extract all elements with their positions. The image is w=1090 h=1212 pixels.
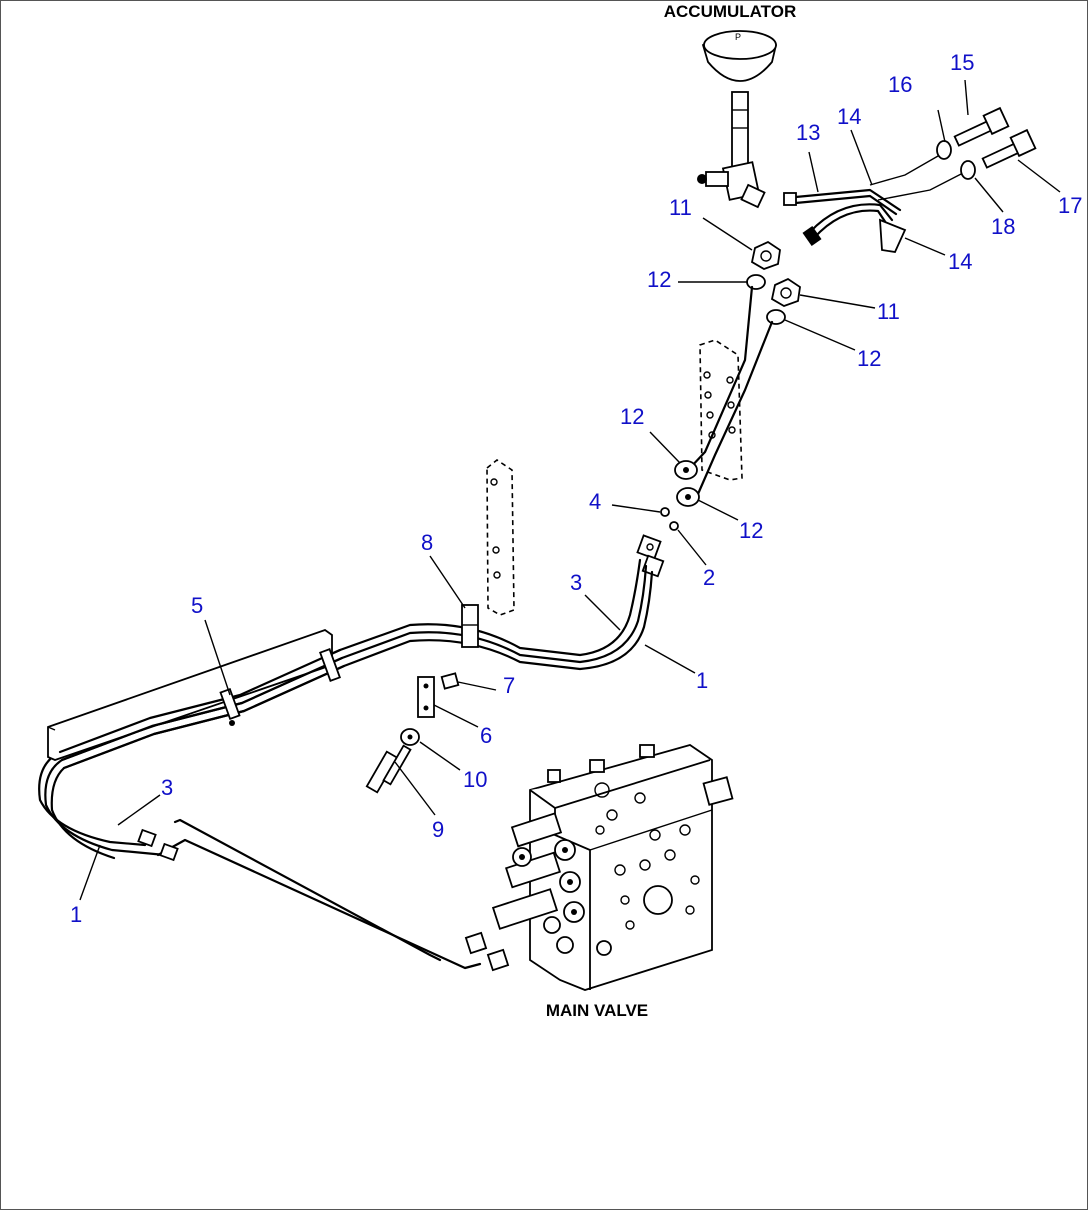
washer-18 <box>960 160 976 180</box>
callout-4: 4 <box>589 489 601 514</box>
washer-12-a <box>746 274 766 290</box>
bolt-9 <box>365 744 412 794</box>
accumulator: P <box>697 30 778 209</box>
clamp-5 <box>219 687 241 721</box>
bolt-17 <box>981 128 1037 169</box>
callout-13: 13 <box>796 120 820 145</box>
callout-9: 9 <box>432 817 444 842</box>
main-valve <box>464 744 734 991</box>
clamp-8 <box>461 604 479 648</box>
callout-7: 7 <box>503 673 515 698</box>
upper-tube-assembly <box>783 151 966 253</box>
accumulator-label: ACCUMULATOR <box>664 2 797 21</box>
callout-12b: 12 <box>857 346 881 371</box>
callout-1a: 1 <box>696 668 708 693</box>
callout-16: 16 <box>888 72 912 97</box>
hose-bundle <box>38 558 654 970</box>
nut-11-upper <box>750 240 781 270</box>
callout-3b: 3 <box>161 775 173 800</box>
callout-15: 15 <box>950 50 974 75</box>
callout-3a: 3 <box>570 570 582 595</box>
callout-10: 10 <box>463 767 487 792</box>
callout-8: 8 <box>421 530 433 555</box>
callout-14b: 14 <box>948 249 972 274</box>
callout-5: 5 <box>191 593 203 618</box>
spacer-6 <box>417 676 435 718</box>
callout-11b: 11 <box>877 299 900 324</box>
callout-17: 17 <box>1058 193 1082 218</box>
washer-16 <box>936 140 952 160</box>
main-valve-label: MAIN VALVE <box>546 1001 648 1020</box>
callout-6: 6 <box>480 723 492 748</box>
callout-14a: 14 <box>837 104 861 129</box>
callout-1b: 1 <box>70 902 82 927</box>
bolt-15 <box>953 106 1010 147</box>
bolt-7 <box>440 672 460 690</box>
callout-2: 2 <box>703 565 715 590</box>
callout-12c: 12 <box>620 404 644 429</box>
svg-text:P: P <box>735 32 741 42</box>
leader-lines <box>79 79 1061 901</box>
callout-18: 18 <box>991 214 1015 239</box>
callout-11a: 11 <box>669 195 692 220</box>
nut-11-lower <box>770 277 801 307</box>
washer-12-b <box>766 309 786 325</box>
o-ring-4 <box>660 507 670 517</box>
callout-12a: 12 <box>647 267 671 292</box>
callout-12d: 12 <box>739 518 763 543</box>
o-ring-2 <box>669 521 679 531</box>
